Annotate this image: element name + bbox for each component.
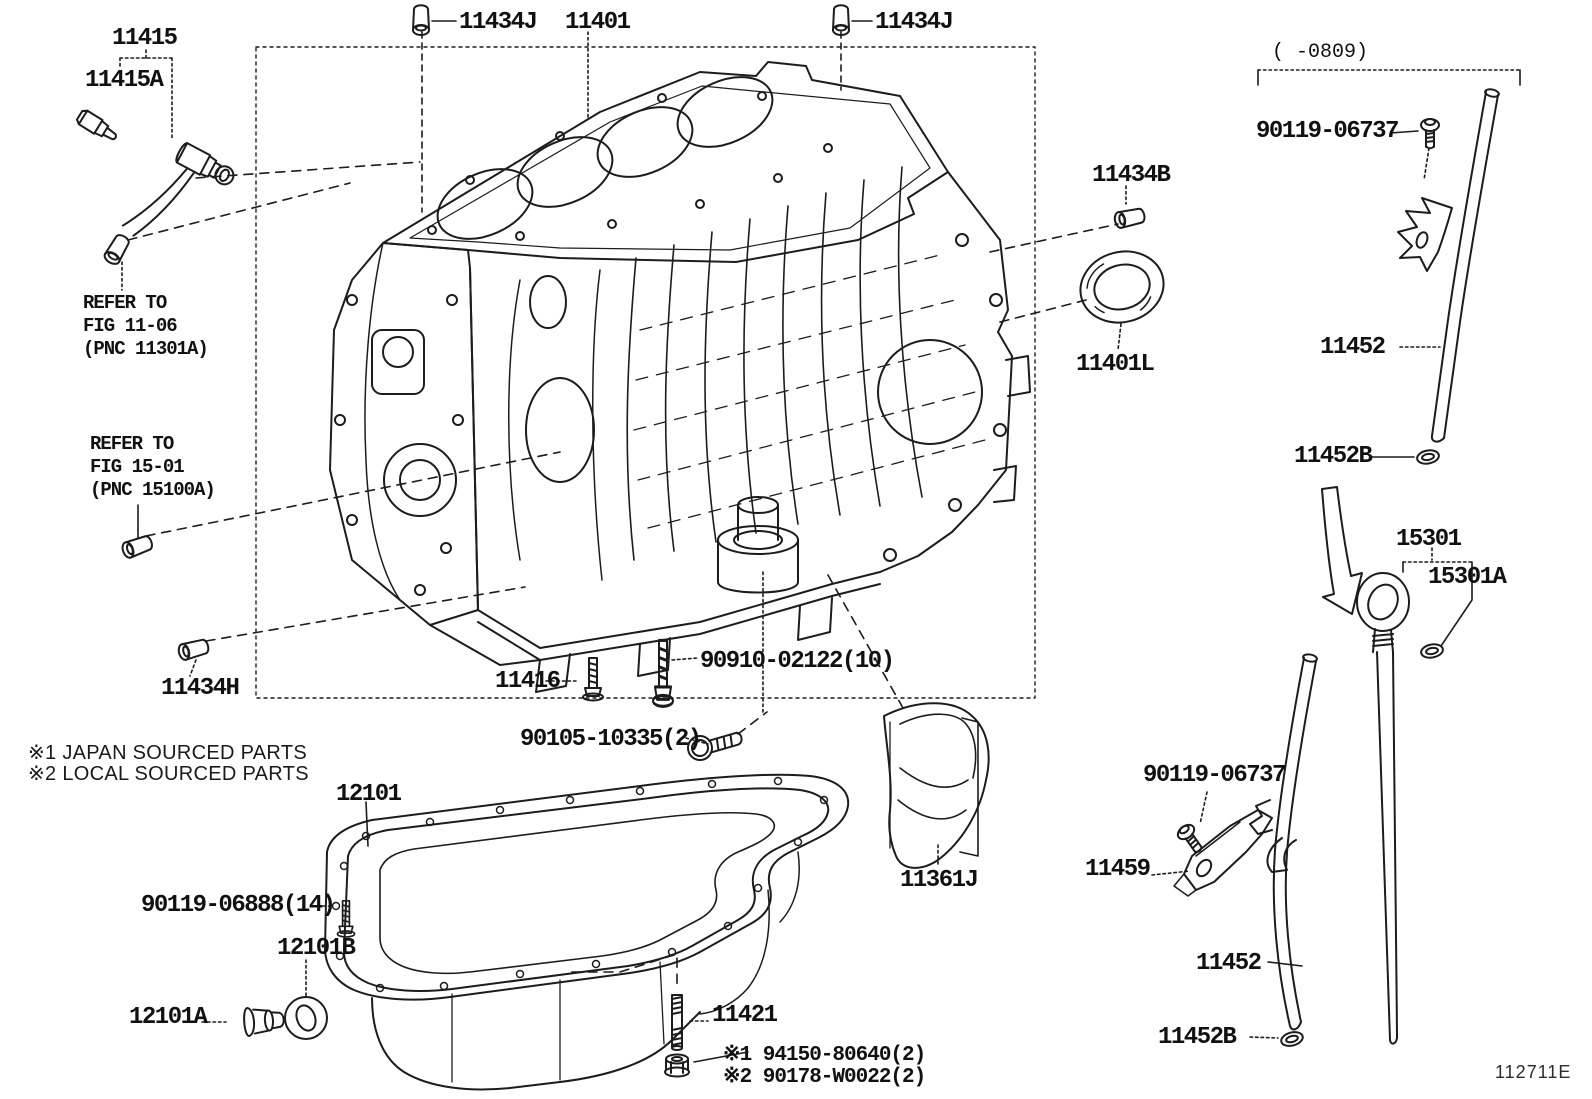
oring-11452B-bottom (1278, 1028, 1306, 1050)
label-90119-06737-top: 90119-06737 (1256, 118, 1399, 145)
label-12101B: 12101B (277, 935, 356, 962)
label-94150-80640: ※1 94150-80640(2) (723, 1044, 926, 1067)
label-12101A: 12101A (129, 1004, 208, 1031)
plug-11434J-right (832, 4, 850, 36)
label-11434B: 11434B (1092, 162, 1171, 189)
flange-nut-art (664, 1053, 690, 1078)
label-90105-10335: 90105-10335(2) (520, 726, 702, 753)
dipstick-15301-art (1356, 572, 1410, 1045)
label-11434J-right: 11434J (875, 9, 954, 36)
sensor-11415-art (75, 109, 235, 237)
leader-lines (119, 20, 1473, 1063)
label-note-local: ※2 LOCAL SOURCED PARTS (28, 763, 309, 785)
label-15301: 15301 (1396, 526, 1462, 553)
bolt-11416 (582, 657, 604, 702)
label-11434J-left: 11434J (459, 9, 538, 36)
label-figure-code: 112711E (1495, 1062, 1572, 1082)
label-refer-11-06: REFER TO FIG 11-06 (PNC 11301A) (83, 292, 209, 360)
label-11452-bottom: 11452 (1196, 950, 1262, 977)
dashed-boundary-box (255, 46, 1036, 699)
label-11452-top: 11452 (1320, 334, 1386, 361)
label-90910-02122: 90910-02122(10) (700, 648, 895, 675)
label-11434H: 11434H (161, 675, 240, 702)
oring-11452B-top (1415, 447, 1441, 467)
plug-refer-11-06 (101, 231, 133, 268)
label-11452B-top: 11452B (1294, 443, 1373, 470)
oil-pan-art (324, 773, 850, 1091)
label-11415A: 11415A (85, 67, 164, 94)
oring-15301A (1419, 641, 1445, 661)
label-11401: 11401 (565, 9, 631, 36)
gasket-12101B-art (284, 996, 328, 1040)
label-11415: 11415 (112, 25, 178, 52)
label-11452B-bottom: 11452B (1158, 1024, 1237, 1051)
cylinder-block-art (329, 61, 1031, 693)
screw-90119-06737-top (1420, 118, 1440, 150)
label-90178-W0022: ※2 90178-W0022(2) (723, 1066, 926, 1089)
plug-11434J-left (412, 4, 430, 36)
label-11361J: 11361J (900, 867, 979, 894)
label-range-0809: ( -0809) (1272, 41, 1369, 64)
range-bracket-0809 (1257, 69, 1521, 86)
label-90119-06888: 90119-06888(14) (141, 892, 336, 919)
plug-11434B (1112, 206, 1147, 230)
oil-seal-11401L-art (1079, 250, 1165, 324)
drain-plug-12101A-art (243, 1007, 285, 1037)
label-note-japan: ※1 JAPAN SOURCED PARTS (28, 742, 307, 764)
dipstick-tube-upper-11452-art (1397, 88, 1500, 443)
label-refer-15-01: REFER TO FIG 15-01 (PNC 15100A) (90, 433, 216, 501)
label-11421: 11421 (712, 1002, 778, 1029)
label-11459: 11459 (1085, 856, 1151, 883)
bolt-90105-10335 (687, 731, 743, 761)
direction-arrow (1321, 486, 1363, 615)
stud-11421-art (671, 994, 683, 1051)
dipstick-tube-lower-11452-art (1249, 653, 1318, 1031)
label-15301A: 15301A (1428, 564, 1507, 591)
label-11416: 11416 (495, 668, 561, 695)
label-11401L: 11401L (1076, 351, 1155, 378)
label-12101: 12101 (336, 781, 402, 808)
plug-11434H (176, 636, 211, 663)
gasket-11361J-art (883, 702, 990, 869)
bracket-11459-art (1173, 809, 1273, 897)
label-90119-06737-bottom: 90119-06737 (1143, 762, 1286, 789)
